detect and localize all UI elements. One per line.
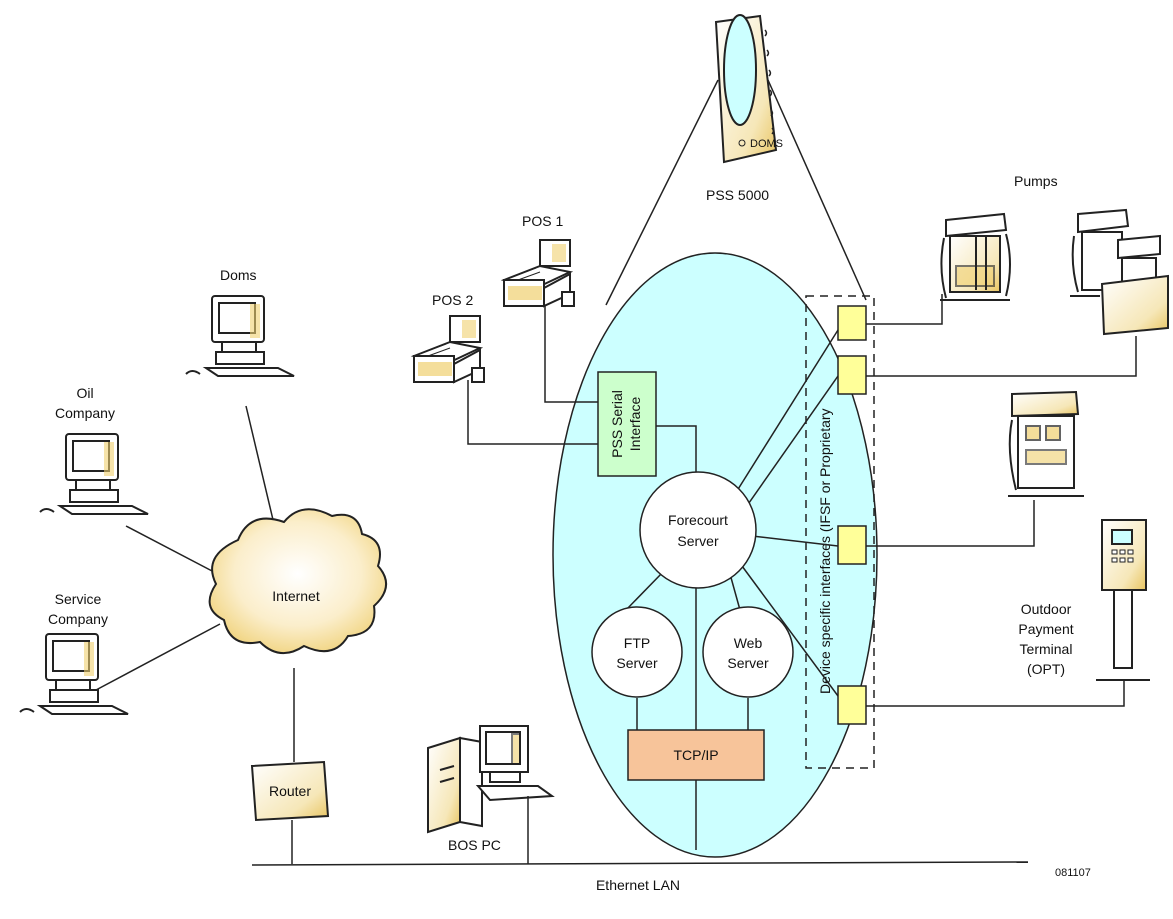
tcpip-box — [627, 729, 765, 781]
oil-company-label-line1: Oil — [76, 385, 93, 401]
opt-label-line3: Terminal — [1020, 641, 1073, 657]
forecourt-server-node — [639, 471, 757, 589]
pos1-terminal-icon — [503, 239, 575, 307]
doms-label: Doms — [220, 267, 257, 283]
pss5000-device: DOMS — [714, 14, 783, 164]
pump-1-icon — [940, 212, 1011, 301]
pss-serial-line2: Interface — [627, 397, 643, 452]
internet-cloud — [208, 508, 387, 654]
pos2-label: POS 2 — [432, 292, 473, 308]
device-interfaces-label: Device specific interfaces (IFSF or Prop… — [817, 408, 833, 694]
ftp-line2: Server — [616, 655, 658, 671]
interface-port-1 — [837, 305, 867, 341]
opt-label-line4: (OPT) — [1027, 661, 1065, 677]
device-logo-text: DOMS — [750, 138, 783, 150]
device-interfaces-box — [805, 295, 875, 769]
pss-serial-interface-box — [597, 371, 657, 477]
opt-label-line1: Outdoor — [1021, 601, 1072, 617]
pos1-label: POS 1 — [522, 213, 563, 229]
service-company-label-line1: Service — [55, 591, 102, 607]
interface-port-4 — [837, 685, 867, 725]
web-line2: Server — [727, 655, 769, 671]
ftp-server-node — [591, 606, 683, 698]
interface-port-2 — [837, 355, 867, 395]
pump-3-icon — [1008, 390, 1084, 497]
interface-port-3 — [837, 525, 867, 565]
internet-label: Internet — [272, 588, 320, 604]
router-label: Router — [269, 783, 311, 799]
bos-pc-label: BOS PC — [448, 837, 501, 853]
pumps-label: Pumps — [1014, 173, 1058, 189]
ethernet-lan-label: Ethernet LAN — [596, 877, 680, 893]
pump-2-icon — [1070, 208, 1169, 336]
pss-serial-line1: PSS Serial — [609, 390, 625, 458]
web-server-node — [702, 606, 794, 698]
oil-company-computer-icon — [39, 433, 149, 515]
tcpip-label: TCP/IP — [673, 747, 718, 763]
doms-computer-icon — [185, 295, 295, 377]
bos-pc-icon — [427, 725, 555, 834]
ftp-line1: FTP — [624, 635, 650, 651]
doc-id-label: 081107 — [1055, 867, 1091, 879]
forecourt-line2: Server — [677, 533, 719, 549]
forecourt-line1: Forecourt — [668, 512, 728, 528]
opt-icon — [1096, 519, 1150, 681]
web-line1: Web — [734, 635, 763, 651]
router-icon — [250, 760, 330, 822]
oil-company-label-line2: Company — [55, 405, 115, 421]
opt-label-line2: Payment — [1018, 621, 1073, 637]
service-company-label-line2: Company — [48, 611, 108, 627]
pss5000-label: PSS 5000 — [706, 187, 769, 203]
pos2-terminal-icon — [413, 315, 485, 383]
service-company-computer-icon — [19, 633, 129, 715]
